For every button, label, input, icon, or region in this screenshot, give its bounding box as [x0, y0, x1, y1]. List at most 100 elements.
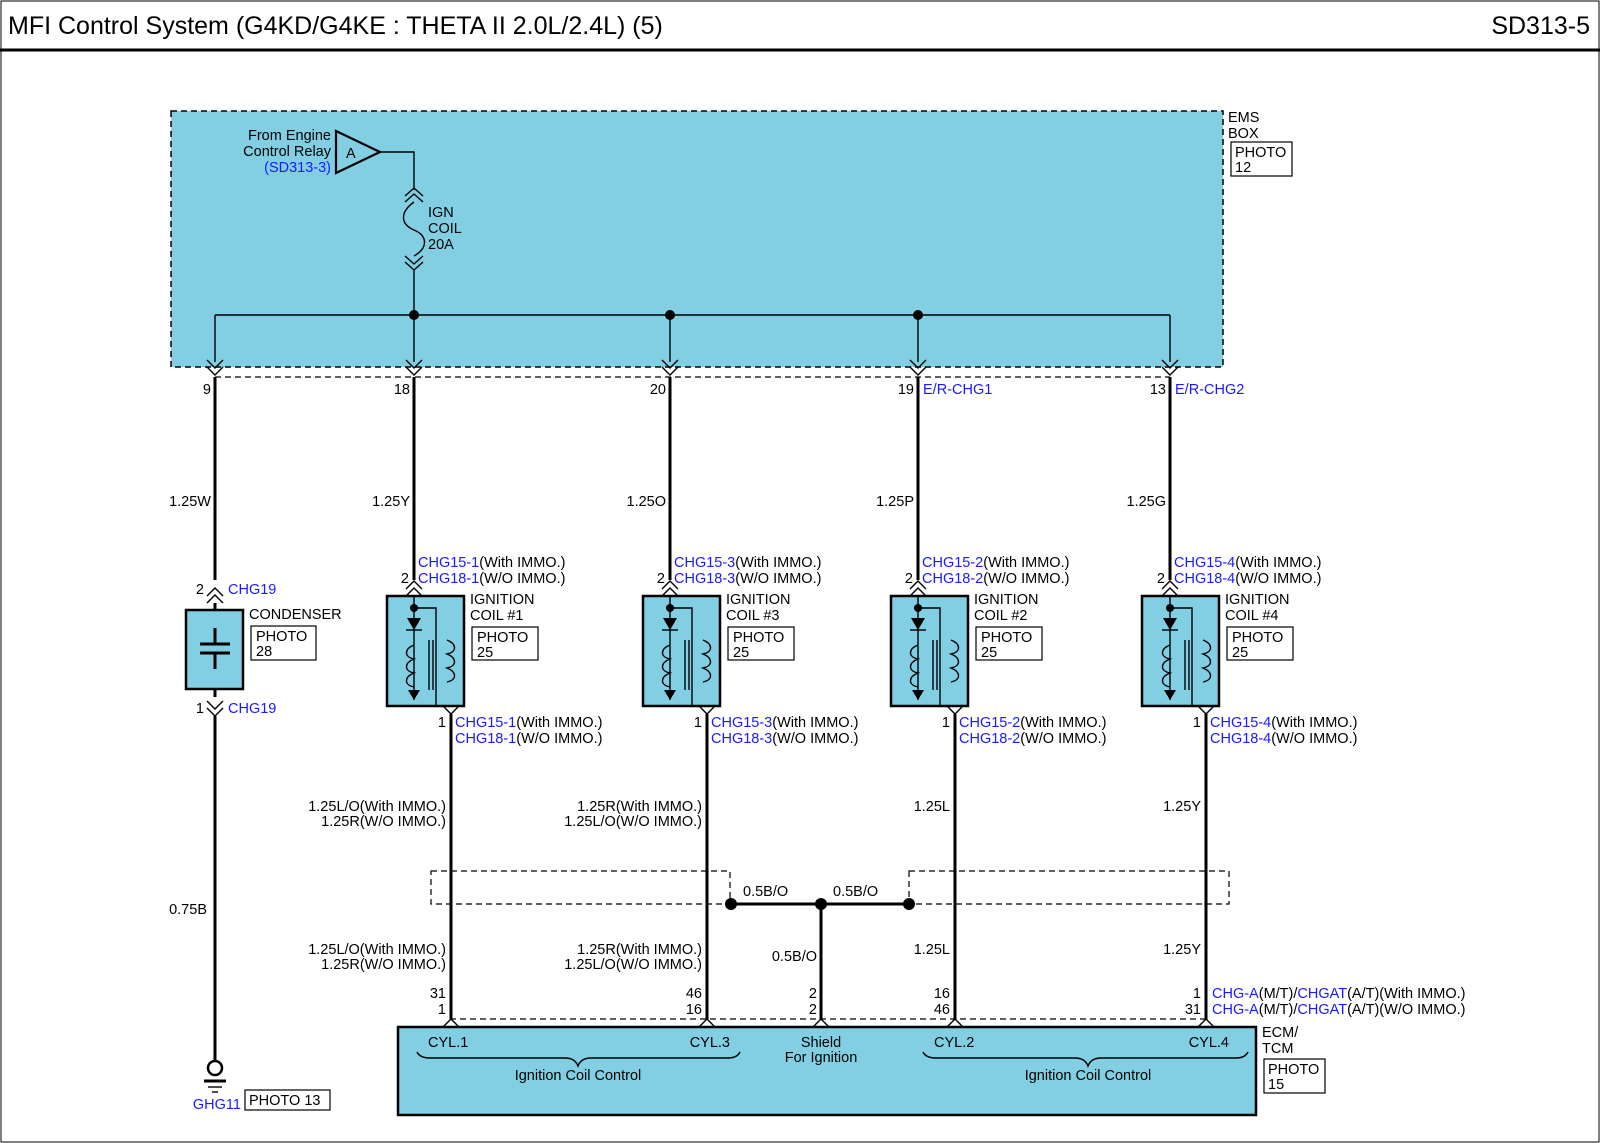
connector-link[interactable]: CHG18-1 — [418, 571, 479, 587]
condenser-body — [184, 608, 245, 691]
connector-link[interactable]: CHG15-4 — [1174, 555, 1235, 571]
ecm-photo-box — [1263, 1058, 1326, 1094]
connector-link[interactable]: CHG18-1 — [455, 731, 516, 747]
ground-ghg11-link[interactable]: GHG11 — [193, 1097, 241, 1113]
ems-pin-chevrons — [206, 359, 1179, 376]
connector-link[interactable]: CHG15-1 — [455, 715, 516, 731]
wire-color-label: 1.25L — [914, 799, 950, 815]
connector-link[interactable]: CHG18-2 — [959, 731, 1020, 747]
connector-chg-a-link[interactable]: CHG-A — [1212, 1002, 1259, 1018]
coil-top-pin: 2 — [657, 571, 665, 587]
condenser-photo-box — [250, 625, 317, 661]
coil-name: IGNITION — [974, 592, 1038, 608]
ecm-pin: 46 — [934, 1002, 950, 1018]
ems-pin-19: 19 — [898, 382, 914, 398]
connector-link[interactable]: CHG15-3 — [674, 555, 735, 571]
wire-color-label: 1.25L/O(With IMMO.) — [308, 942, 446, 958]
coil-bottom-connector-2: CHG18-2(W/O IMMO.) — [959, 731, 1106, 747]
ecm-shield-label-2: For Ignition — [785, 1050, 858, 1066]
coil-transformer-icon — [661, 596, 712, 705]
ecm-label: ECM/ — [1262, 1025, 1299, 1041]
connector-chgat-link[interactable]: CHGAT — [1297, 986, 1347, 1002]
ecm-connector-line-1: CHG-A(M/T)/CHGAT(A/T)(With IMMO.) — [1212, 986, 1465, 1002]
ecm-pin: 16 — [934, 986, 950, 1002]
source-label: From Engine — [248, 128, 331, 144]
ecm-pin-chevrons — [442, 1018, 1215, 1028]
ground-wire-label: 0.75B — [169, 902, 207, 918]
ecm-connector-line-2: CHG-A(M/T)/CHGAT(A/T)(W/O IMMO.) — [1212, 1002, 1465, 1018]
connector-link[interactable]: CHG18-4 — [1210, 731, 1271, 747]
fuse-label-2: COIL — [428, 221, 462, 237]
coil-transformer-icon — [909, 596, 960, 705]
coil-photo-box — [975, 626, 1043, 661]
coil-photo-label: PHOTO — [1232, 630, 1283, 646]
connector-chg-a-link[interactable]: CHG-A — [1212, 986, 1259, 1002]
coil-name-2: COIL #4 — [1225, 608, 1278, 624]
coil-top-connector-1: CHG15-4(With IMMO.) — [1174, 555, 1321, 571]
ecm-body — [396, 1025, 1258, 1117]
source-label-2: Control Relay — [243, 144, 332, 160]
connector-link[interactable]: CHG15-3 — [711, 715, 772, 731]
wire-color-label: 1.25L — [914, 942, 950, 958]
coil-bottom-pin: 1 — [1193, 715, 1201, 731]
coil-top-pin: 2 — [1157, 571, 1165, 587]
connector-link[interactable]: CHG18-2 — [922, 571, 983, 587]
ems-connector: 9 18 20 19 E/R-CHG1 13 E/R-CHG2 — [203, 359, 1244, 398]
ecm-shield-label: Shield — [801, 1035, 841, 1051]
coil-top-connector-1: CHG15-2(With IMMO.) — [922, 555, 1069, 571]
ground-photo-box — [244, 1089, 331, 1111]
ecm-pin: 16 — [686, 1002, 702, 1018]
coil-photo-box — [1226, 626, 1294, 661]
connector-link[interactable]: CHG15-1 — [418, 555, 479, 571]
ems-pin-20: 20 — [650, 382, 666, 398]
ems-photo-box — [1230, 141, 1293, 177]
ground-photo-label: PHOTO 13 — [249, 1093, 320, 1109]
wire-color-label: 1.25R(With IMMO.) — [577, 942, 702, 958]
ecm-pin: 46 — [686, 986, 702, 1002]
ecm-module: CYL.1 CYL.3 CYL.2 CYL.4 Shield For Ignit… — [396, 1018, 1326, 1117]
ems-pin-13: 13 — [1150, 382, 1166, 398]
connector-link[interactable]: CHG18-3 — [711, 731, 772, 747]
coil-top-connector-2: CHG18-3(W/O IMMO.) — [674, 571, 821, 587]
coil-name-2: COIL #3 — [726, 608, 779, 624]
connector-chg19-link[interactable]: CHG19 — [228, 582, 276, 598]
wire-color-label: 1.25L/O(W/O IMMO.) — [564, 957, 702, 973]
connector-link[interactable]: CHG15-2 — [959, 715, 1020, 731]
coil-photo-label: PHOTO — [981, 630, 1032, 646]
coil-name-2: COIL #2 — [974, 608, 1027, 624]
coil-transformer-icon — [405, 596, 456, 705]
connector-chgat-link[interactable]: CHGAT — [1297, 1002, 1347, 1018]
ecm-cyl3-label: CYL.3 — [690, 1035, 730, 1051]
wire-color-label: 1.25R(W/O IMMO.) — [321, 814, 446, 830]
coil-transformer-icon — [1161, 596, 1212, 705]
connector-link[interactable]: CHG18-3 — [674, 571, 735, 587]
connector-er-chg1-link[interactable]: E/R-CHG1 — [923, 382, 992, 398]
connector-link[interactable]: CHG15-2 — [922, 555, 983, 571]
connector-link[interactable]: CHG18-4 — [1174, 571, 1235, 587]
coil-body — [641, 594, 722, 708]
ems-photo-number: 12 — [1235, 160, 1251, 176]
capacitor-icon — [200, 628, 230, 669]
source-reference-link[interactable]: (SD313-3) — [264, 160, 331, 176]
ecm-photo-number: 15 — [1268, 1077, 1284, 1093]
ecm-pin: 2 — [809, 1002, 817, 1018]
coil-bottom-connector-1: CHG15-2(With IMMO.) — [959, 715, 1106, 731]
coil-name-2: COIL #1 — [470, 608, 523, 624]
coil-photo-number: 25 — [733, 645, 749, 661]
condenser-bottom-pin: 1 — [196, 701, 204, 717]
ecm-group-label: Ignition Coil Control — [1025, 1068, 1152, 1084]
coil-name: IGNITION — [1225, 592, 1289, 608]
connector-chg19-link[interactable]: CHG19 — [228, 701, 276, 717]
connector-link[interactable]: CHG15-4 — [1210, 715, 1271, 731]
coil-bottom-connector-2: CHG18-4(W/O IMMO.) — [1210, 731, 1357, 747]
connector-er-chg2-link[interactable]: E/R-CHG2 — [1175, 382, 1244, 398]
fuse-icon — [402, 187, 426, 290]
condenser-photo-label: PHOTO — [256, 629, 307, 645]
shield-wire-label: 0.5B/O — [772, 949, 817, 965]
ecm-group-bracket — [922, 1051, 1249, 1068]
shield-wire-label: 0.5B/O — [743, 884, 788, 900]
